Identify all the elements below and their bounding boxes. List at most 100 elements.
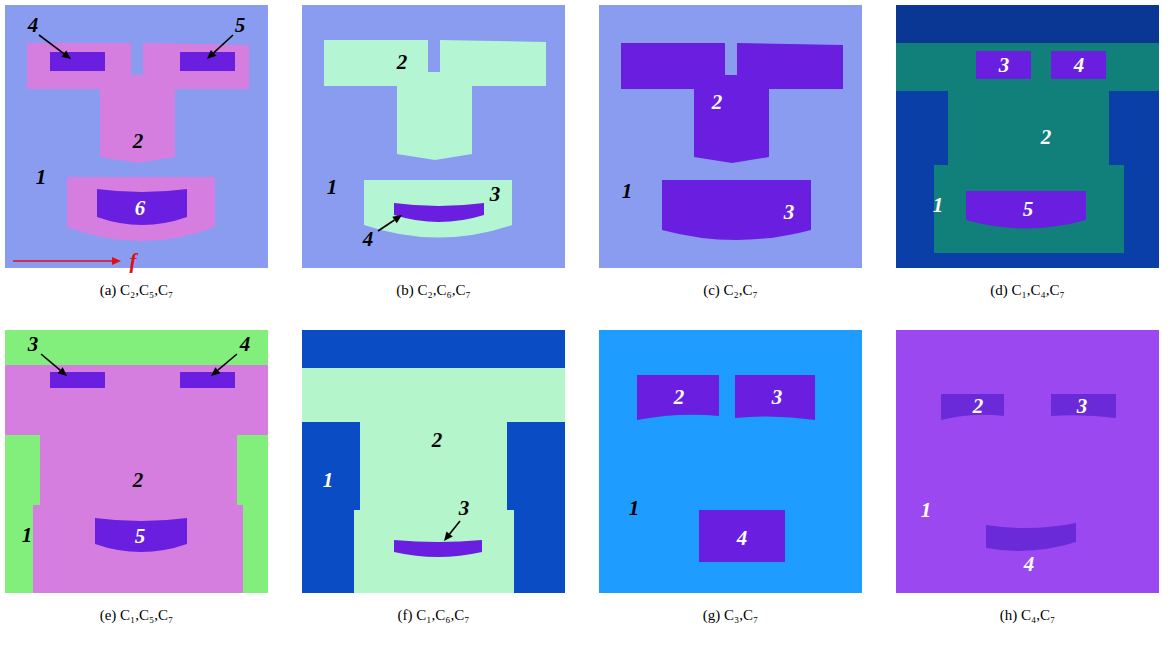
segmentation-panel: 34215(e) C₁,C₅,C₇ [5,330,268,593]
segment-region [941,394,1004,420]
region-number: 3 [784,202,795,223]
region-number: 3 [1077,396,1088,417]
leader-line [378,220,395,231]
segment-region [302,368,565,593]
segmentation-image [896,5,1159,268]
background-region [302,5,565,268]
segment-region [394,540,482,557]
segmentation-panel: 45216(a) C₂,C₅,C₇ [5,5,268,268]
segment-region [364,180,512,238]
segment-region [50,372,105,388]
region-number: 3 [999,55,1010,76]
panel-caption: (d) C₁,C₄,C₇ [990,281,1064,299]
leader-line [218,354,237,370]
region-number: 4 [1074,55,1085,76]
region-number: 1 [921,500,932,521]
leader-arrow [444,521,460,541]
axis-label: f [130,251,137,272]
segmentation-image [302,330,565,593]
segment-region [896,43,1159,253]
leader-arrow [378,215,402,231]
background-region [302,330,565,593]
arrow-head [392,215,402,223]
region-number: 2 [674,387,685,408]
background-region [5,5,268,268]
region-number: 5 [1023,199,1034,220]
segmentation-image [599,330,862,593]
segment-region [986,523,1076,551]
leader-arrow [207,35,233,59]
leader-line [214,35,233,53]
panel-caption: (a) C₂,C₅,C₇ [100,281,174,299]
region-number: 3 [28,334,39,355]
segment-region [180,372,235,388]
region-number: 1 [327,177,338,198]
region-number: 2 [133,470,144,491]
region-number: 6 [135,198,146,219]
leader-line [450,521,460,534]
segment-region [324,40,546,160]
segment-region [27,43,249,163]
panel-caption: (e) C₁,C₅,C₇ [100,606,174,624]
region-number: 4 [1024,554,1035,575]
region-number: 2 [1041,127,1052,148]
arrow-head [61,50,71,59]
segment-region [5,365,268,593]
arrow-head [207,50,216,59]
region-number: 2 [432,430,443,451]
leader-arrow [13,257,121,265]
region-number: 2 [397,52,408,73]
panel-caption: (g) C₃,C₇ [703,606,758,624]
region-number: 1 [622,181,633,202]
background-region [896,330,1159,593]
background-region [896,5,1159,268]
segment-region [1051,394,1116,418]
segment-region [976,51,1031,79]
segment-region [97,189,187,225]
region-number: 1 [933,195,944,216]
background-region [5,330,268,593]
arrow-head [58,367,67,376]
panel-caption: (h) C₄,C₇ [1000,606,1055,624]
arrow-head [444,531,453,541]
segmentation-panel: 2314(g) C₃,C₇ [599,330,862,593]
panel-caption: (b) C₂,C₆,C₇ [396,281,470,299]
segmentation-image [302,5,565,268]
segment-region [180,52,235,71]
segment-region [699,510,785,562]
segmentation-panel: 2314(h) C₄,C₇ [896,330,1159,593]
leader-arrow [39,35,71,59]
segmentation-panel: 34215(d) C₁,C₄,C₇ [896,5,1159,268]
region-number: 3 [490,184,501,205]
leader-line [13,260,112,262]
region-number: 1 [323,470,334,491]
region-number: 4 [737,528,748,549]
segment-region [1051,51,1106,79]
leader-line [41,354,60,370]
segmentation-panel: 213(f) C₁,C₆,C₇ [302,330,565,593]
segment-region [637,375,719,420]
background-region [599,5,862,268]
region-number: 1 [36,167,47,188]
segmentation-image [599,5,862,268]
region-number: 5 [235,15,246,36]
region-number: 4 [28,15,39,36]
segment-region [621,43,843,163]
region-number: 2 [133,131,144,152]
region-number: 4 [240,334,251,355]
segment-region [95,518,187,552]
segment-region [394,203,484,222]
region-number: 2 [973,396,984,417]
arrow-head [211,367,220,376]
arrow-head [112,257,121,265]
segment-region [966,191,1086,229]
region-number: 1 [629,498,640,519]
panel-caption: (f) C₁,C₆,C₇ [398,606,470,624]
region-number: 5 [135,526,146,547]
background-region [599,330,862,593]
region-number: 3 [772,387,783,408]
region-number: 2 [712,92,723,113]
leader-arrow [211,354,237,376]
region-number: 3 [459,498,470,519]
